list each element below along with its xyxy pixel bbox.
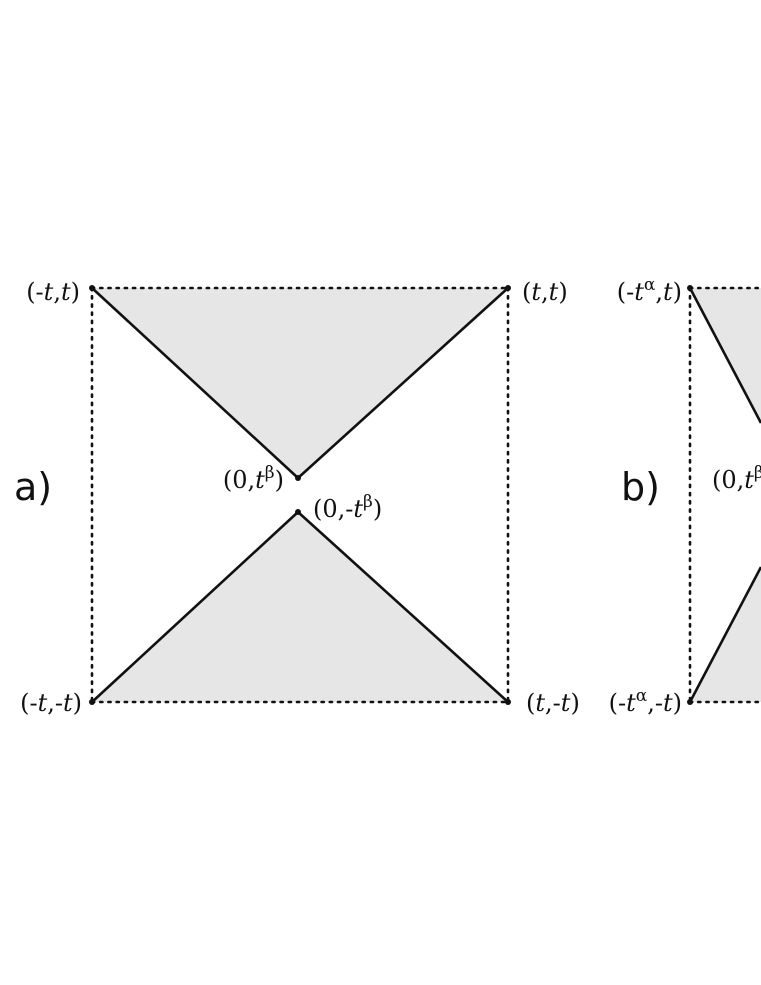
panel-a-lower-region (92, 512, 508, 702)
panel-a-vertex-upper-apex (295, 475, 301, 481)
panel-a-vertex-top-right (505, 285, 511, 291)
panel-a-label: a) (14, 465, 52, 509)
panel-a-upper-region (92, 288, 508, 478)
panel-b-label-bottom-left: (-tα,-t) (609, 686, 682, 717)
panel-a-lower-left-diagonal (91, 511, 299, 703)
panel-a-upper-right-diagonal (297, 287, 509, 479)
panel-b-vertex-top-left (687, 285, 693, 291)
panel-b-label-top-left: (-tα,t) (617, 275, 682, 306)
panel-a-lower-right-diagonal (297, 511, 509, 703)
panel-b-upper-diagonal (688, 287, 761, 424)
panel-b: b) (-tα,t) (-tα,-t) (0,tβ) (609, 275, 761, 717)
panel-a-vertex-bottom-right (505, 699, 511, 705)
panel-a-label-top-right: (t,t) (522, 278, 568, 306)
panel-a-label-bottom-right: (t,-t) (526, 689, 580, 717)
panel-b-lower-diagonal (688, 566, 761, 703)
panel-a-vertex-bottom-left (89, 699, 95, 705)
panel-a: a) (-t,t) (t,t) (-t,-t) (t,-t) (0,tβ) (0… (14, 278, 580, 717)
panel-a-label-lower-apex: (0,-tβ) (313, 492, 382, 523)
panel-b-label-upper-apex: (0,tβ) (712, 463, 761, 494)
panel-b-label: b) (621, 465, 660, 509)
panel-a-label-top-left: (-t,t) (26, 278, 80, 306)
panel-a-vertex-lower-apex (295, 509, 301, 515)
panel-b-vertex-bottom-left (687, 699, 693, 705)
panel-a-label-upper-apex: (0,tβ) (223, 463, 284, 494)
panel-a-vertex-top-left (89, 285, 95, 291)
panel-a-upper-left-diagonal (91, 287, 299, 479)
panel-a-label-bottom-left: (-t,-t) (20, 689, 82, 717)
